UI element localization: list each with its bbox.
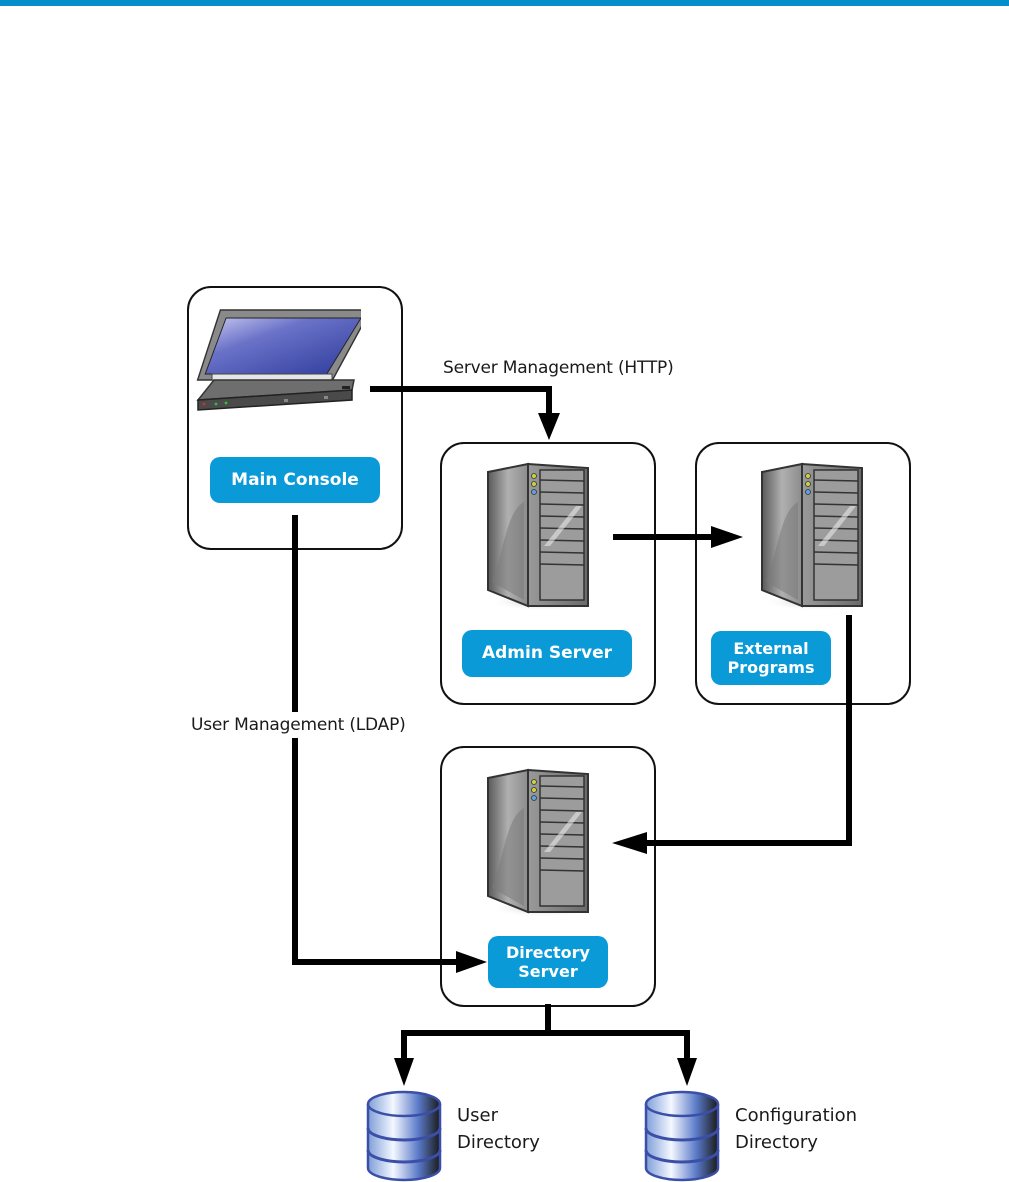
database-icon <box>366 1090 442 1182</box>
admin-server-label: Admin Server <box>481 643 613 663</box>
header-accent-bar <box>0 0 1009 6</box>
main-console-label: Main Console <box>231 469 359 490</box>
external-programs-label-line2: Programs <box>727 658 815 677</box>
user-directory-label: User Directory <box>457 1102 540 1156</box>
main-console-badge: Main Console <box>210 457 380 503</box>
server-management-label: Server Management (HTTP) <box>443 358 674 378</box>
user-directory-line2: Directory <box>457 1132 540 1153</box>
configuration-directory-line1: Configuration <box>735 1105 858 1126</box>
server-management-arrow <box>370 386 560 440</box>
admin-to-external-arrow <box>613 526 743 548</box>
external-programs-label-line1: External <box>733 639 809 658</box>
configuration-directory-label: Configuration Directory <box>735 1102 857 1156</box>
external-programs-badge: External Programs <box>711 631 831 685</box>
server-tower-icon <box>761 462 868 611</box>
server-tower-icon <box>487 768 594 917</box>
directory-to-databases-arrows <box>394 1004 697 1086</box>
user-management-arrow <box>292 515 487 973</box>
configuration-directory-line2: Directory <box>735 1132 818 1153</box>
server-tower-icon <box>487 462 594 611</box>
external-to-directory-arrow <box>612 615 852 854</box>
directory-server-label-line2: Server <box>518 962 578 981</box>
directory-server-label-line1: Directory <box>506 943 590 962</box>
directory-server-badge: Directory Server <box>488 936 608 988</box>
user-directory-line1: User <box>457 1105 499 1126</box>
database-icon <box>644 1090 720 1182</box>
admin-server-badge: Admin Server <box>462 630 632 677</box>
laptop-icon <box>196 309 361 411</box>
user-management-label: User Management (LDAP) <box>191 712 406 738</box>
